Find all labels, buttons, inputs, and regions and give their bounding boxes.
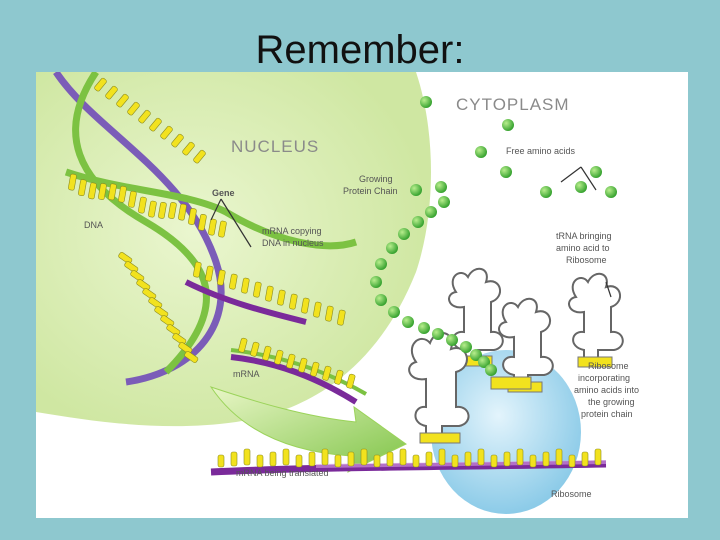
- ribosome-label: Ribosome: [551, 489, 592, 499]
- amino-acid: [438, 196, 450, 208]
- trna-label-3: Ribosome: [566, 255, 607, 265]
- trna-3: [569, 274, 623, 367]
- amino-acid: [590, 166, 602, 178]
- amino-acid: [446, 334, 458, 346]
- amino-acid: [432, 328, 444, 340]
- dna-label: DNA: [84, 220, 103, 230]
- ribosome-inc-label-1: Ribosome: [588, 361, 629, 371]
- cytoplasm-label: CYTOPLASM: [456, 95, 570, 114]
- amino-acid: [410, 184, 422, 196]
- ribosome-inc-label-3: amino acids into: [574, 385, 639, 395]
- mrna-translated-label: mRNA being translated: [236, 468, 329, 478]
- amino-acid: [500, 166, 512, 178]
- amino-acid: [502, 119, 514, 131]
- amino-acid: [475, 146, 487, 158]
- amino-acid: [418, 322, 430, 334]
- amino-acid: [420, 96, 432, 108]
- amino-acid: [460, 341, 472, 353]
- amino-acid: [388, 306, 400, 318]
- amino-acid: [435, 181, 447, 193]
- amino-acid: [575, 181, 587, 193]
- amino-acid: [375, 294, 387, 306]
- growing-chain-label-1: Growing: [359, 174, 393, 184]
- ribosome-inc-label-2: incorporating: [578, 373, 630, 383]
- ribosome-inc-label-5: protein chain: [581, 409, 633, 419]
- amino-acid: [485, 364, 497, 376]
- free-amino-acids-label: Free amino acids: [506, 146, 576, 156]
- slide-title: Remember:: [0, 28, 720, 73]
- mrna-copying-label-1: mRNA copying: [262, 226, 322, 236]
- amino-acid: [398, 228, 410, 240]
- trna-label-1: tRNA bringing: [556, 231, 612, 241]
- amino-acid: [375, 258, 387, 270]
- amino-acid: [425, 206, 437, 218]
- ribosome-inc-label-4: the growing: [588, 397, 635, 407]
- protein-synthesis-diagram: CYTOPLASM NUCLEUS Free amino acids Growi…: [36, 72, 688, 518]
- nucleus-label: NUCLEUS: [231, 137, 319, 156]
- amino-acid: [370, 276, 382, 288]
- mrna-label: mRNA: [233, 369, 260, 379]
- amino-acid: [540, 186, 552, 198]
- amino-acid: [402, 316, 414, 328]
- trna-label-2: amino acid to: [556, 243, 610, 253]
- mrna-copying-label-2: DNA in nucleus: [262, 238, 324, 248]
- amino-acid: [412, 216, 424, 228]
- trna-4: [491, 377, 531, 389]
- amino-acid: [386, 242, 398, 254]
- growing-chain-label-2: Protein Chain: [343, 186, 398, 196]
- amino-acid: [605, 186, 617, 198]
- gene-label: Gene: [212, 188, 235, 198]
